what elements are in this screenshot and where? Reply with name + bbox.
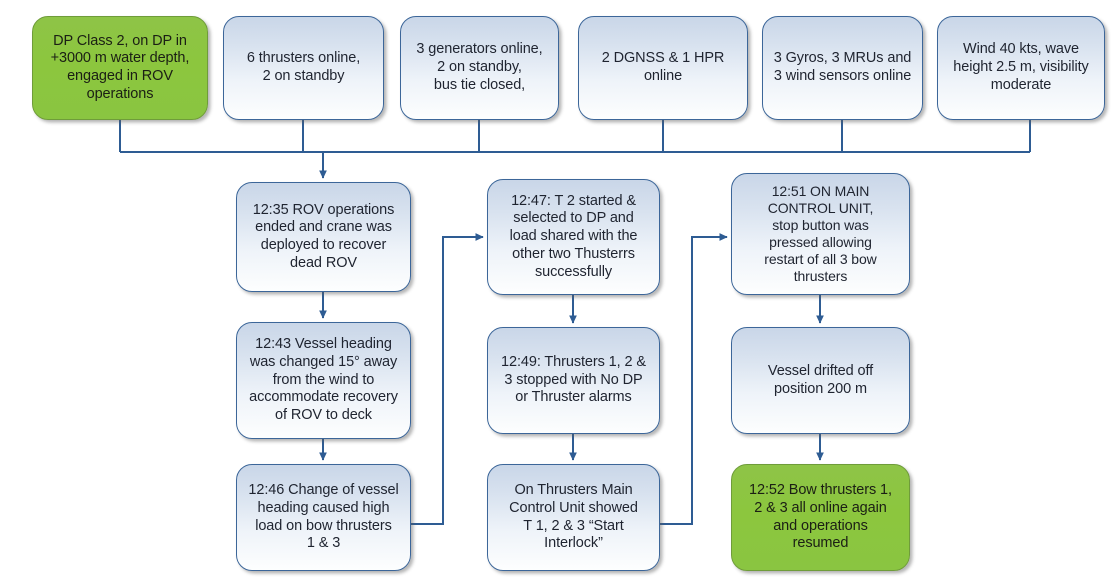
node-generators[interactable]: 3 generators online, 2 on standby, bus t… bbox=[400, 16, 559, 120]
node-position-reference[interactable]: 2 DGNSS & 1 HPR online bbox=[578, 16, 748, 120]
node-t1251-label: 12:51 ON MAIN CONTROL UNIT, stop button … bbox=[764, 182, 877, 285]
node-sensors-label: 3 Gyros, 3 MRUs and 3 wind sensors onlin… bbox=[773, 50, 912, 84]
node-t1246-label: 12:46 Change of vessel heading caused hi… bbox=[248, 482, 399, 552]
node-thrusters[interactable]: 6 thrusters online, 2 on standby bbox=[223, 16, 384, 120]
node-sensors[interactable]: 3 Gyros, 3 MRUs and 3 wind sensors onlin… bbox=[762, 16, 923, 120]
node-drift-label: Vessel drifted off position 200 m bbox=[767, 362, 874, 397]
node-t1249[interactable]: 12:49: Thrusters 1, 2 & 3 stopped with N… bbox=[487, 327, 660, 434]
node-t1249-label: 12:49: Thrusters 1, 2 & 3 stopped with N… bbox=[501, 353, 646, 406]
node-t1235[interactable]: 12:35 ROV operations ended and crane was… bbox=[236, 182, 411, 292]
node-t1247[interactable]: 12:47: T 2 started & selected to DP and … bbox=[487, 179, 660, 295]
node-weather-label: Wind 40 kts, wave height 2.5 m, visibili… bbox=[953, 41, 1089, 93]
node-interlock[interactable]: On Thrusters Main Control Unit showed T … bbox=[487, 464, 660, 571]
node-weather[interactable]: Wind 40 kts, wave height 2.5 m, visibili… bbox=[937, 16, 1105, 120]
node-dp-class-label: DP Class 2, on DP in +3000 m water depth… bbox=[50, 32, 190, 102]
node-position-reference-label: 2 DGNSS & 1 HPR online bbox=[601, 50, 725, 84]
node-thrusters-label: 6 thrusters online, 2 on standby bbox=[246, 50, 361, 84]
node-t1247-label: 12:47: T 2 started & selected to DP and … bbox=[509, 192, 638, 280]
node-interlock-label: On Thrusters Main Control Unit showed T … bbox=[509, 482, 638, 552]
node-t1243[interactable]: 12:43 Vessel heading was changed 15° awa… bbox=[236, 322, 411, 439]
node-drift[interactable]: Vessel drifted off position 200 m bbox=[731, 327, 910, 434]
node-t1251[interactable]: 12:51 ON MAIN CONTROL UNIT, stop button … bbox=[731, 173, 910, 295]
node-t1252-label: 12:52 Bow thrusters 1, 2 & 3 all online … bbox=[749, 482, 892, 552]
node-dp-class[interactable]: DP Class 2, on DP in +3000 m water depth… bbox=[32, 16, 208, 120]
wire-t1246-to-t1247 bbox=[411, 233, 484, 525]
node-t1235-label: 12:35 ROV operations ended and crane was… bbox=[252, 201, 395, 271]
node-generators-label: 3 generators online, 2 on standby, bus t… bbox=[416, 41, 543, 93]
wire-interlock-to-t1251 bbox=[660, 233, 728, 525]
node-t1246[interactable]: 12:46 Change of vessel heading caused hi… bbox=[236, 464, 411, 571]
node-t1252[interactable]: 12:52 Bow thrusters 1, 2 & 3 all online … bbox=[731, 464, 910, 571]
node-t1243-label: 12:43 Vessel heading was changed 15° awa… bbox=[249, 336, 398, 424]
